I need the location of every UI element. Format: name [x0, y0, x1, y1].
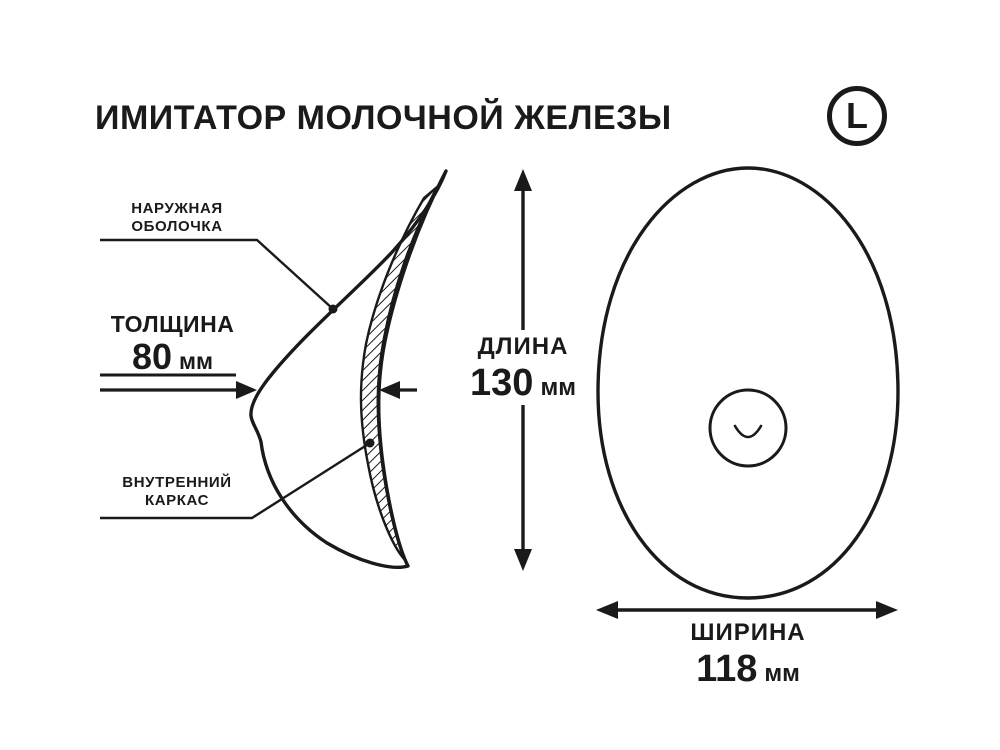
length-value: 130 [470, 362, 534, 404]
outer-shell-label: НАРУЖНАЯ ОБОЛОЧКА [110, 200, 244, 236]
outer-shell-marker-dot [328, 304, 338, 314]
width-label: ШИРИНА [690, 619, 806, 646]
inner-frame-label-line2: КАРКАС [144, 492, 210, 509]
thickness-dimension: ТОЛЩИНА 80 мм [100, 311, 245, 375]
page-title: ИМИТАТОР МОЛОЧНОЙ ЖЕЛЕЗЫ [95, 99, 672, 137]
width-value: 118 [696, 648, 758, 690]
thickness-label: ТОЛЩИНА [110, 311, 235, 337]
outer-shell-leader-line [100, 238, 334, 310]
inner-frame-leader-line [100, 441, 371, 520]
size-badge: L [827, 86, 887, 146]
front-view-outline [596, 166, 900, 600]
inner-frame-hatching [359, 185, 439, 562]
thickness-arrowhead-left [379, 381, 400, 399]
inner-frame-label-line1: ВНУТРЕННИЙ [122, 474, 232, 491]
thickness-value: 80 [131, 336, 172, 377]
outer-shell-label-line1: НАРУЖНАЯ [131, 200, 223, 217]
nipple-circle [708, 388, 788, 468]
outer-shell-label-line2: ОБОЛОЧКА [131, 218, 223, 235]
inner-frame-label: ВНУТРЕННИЙ КАРКАС [110, 474, 244, 510]
width-arrowhead-left [596, 601, 618, 619]
nipple-arc [733, 424, 763, 439]
width-arrowhead-right [876, 601, 898, 619]
thickness-value-row: 80 мм [100, 339, 245, 375]
length-label: ДЛИНА [477, 333, 569, 360]
inner-frame-marker-dot [365, 438, 375, 448]
size-badge-letter: L [846, 95, 868, 136]
length-arrowhead-bottom [514, 549, 532, 571]
length-arrowhead-top [514, 169, 532, 191]
length-unit: мм [540, 374, 576, 401]
width-unit: мм [764, 660, 800, 687]
thickness-arrowhead-right [236, 381, 257, 399]
thickness-unit: мм [179, 348, 214, 374]
